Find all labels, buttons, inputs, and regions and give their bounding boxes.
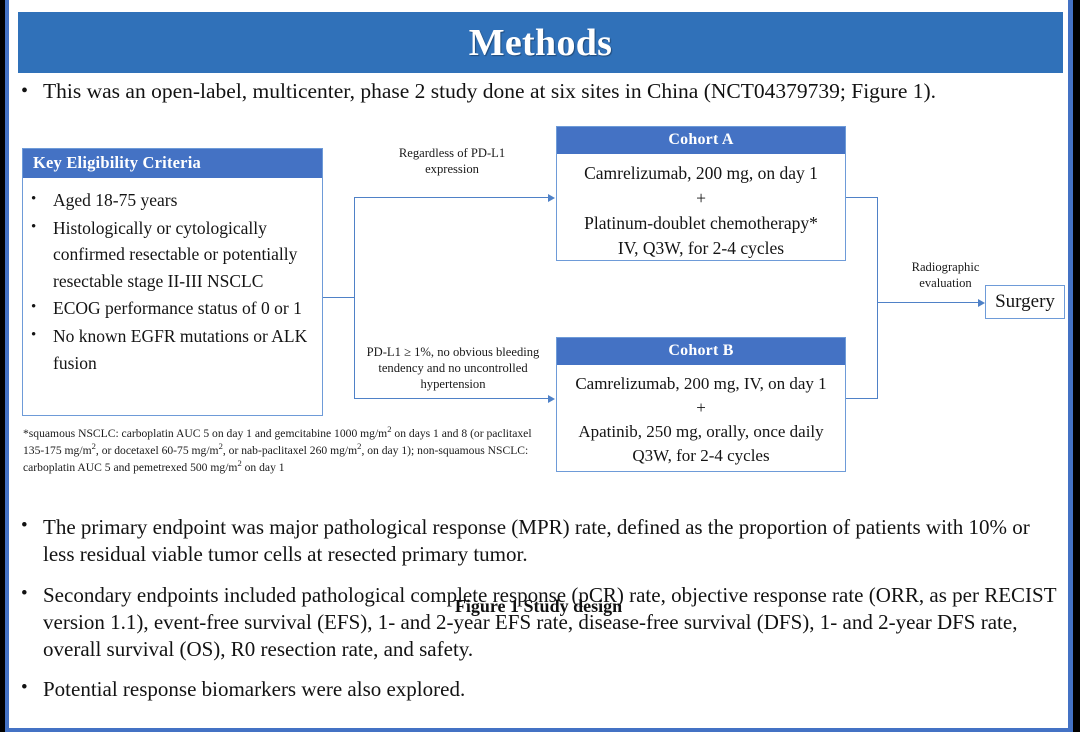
endpoints-bullet-list: • The primary endpoint was major patholo… [21,514,1063,717]
footnote-part-4: , or nab-paclitaxel 260 mg/m [222,444,358,458]
connector-to-surgery [877,302,978,304]
list-item-text: The primary endpoint was major pathologi… [43,515,1030,567]
bullet-marker-icon: • [21,582,28,604]
arrow-head-cohort-a-icon [548,193,555,202]
bullet-marker-icon: • [21,677,28,699]
intro-bullet: • This was an open-label, multicenter, p… [21,79,1061,104]
bullet-marker-icon: • [21,515,28,536]
footnote-part-3: , or docetaxel 60-75 mg/m [95,444,219,458]
bullet-marker-icon: • [31,218,37,235]
cohort-b-line-1: Camrelizumab, 200 mg, IV, on day 1 [575,374,827,393]
footnote-part-6: on day 1 [241,461,285,475]
cohort-b-line-3: Apatinib, 250 mg, orally, once daily [578,422,824,442]
bullet-marker-icon: • [31,191,37,207]
slide-frame: Methods • This was an open-label, multic… [5,0,1073,732]
connector-to-cohort-b [354,398,548,400]
cohort-a-line-1: Camrelizumab, 200 mg, on day 1 [584,163,818,183]
connector-cohort-a-out [846,197,878,199]
connector-split-vertical [354,197,356,398]
cohort-a-line-3: Platinum-doublet chemotherapy* [584,212,818,233]
footnote-part-1: *squamous NSCLC: carboplatin AUC 5 on da… [23,426,388,440]
arm-label-bottom: PD-L1 ≥ 1%, no obvious bleeding tendency… [366,345,540,392]
study-design-figure: Key Eligibility Criteria • Aged 18-75 ye… [9,112,1068,616]
surgery-label: Surgery [995,291,1055,312]
bullet-marker-icon: • [31,299,37,316]
eligibility-criteria-box: Key Eligibility Criteria • Aged 18-75 ye… [22,148,323,416]
arrow-head-cohort-b-icon [548,394,555,403]
list-item-text: Histologically or cytologically confirme… [53,217,298,291]
slide-title-band: Methods [18,12,1063,73]
cohort-b-line-4: Q3W, for 2-4 cycles [632,446,770,466]
footnote-sup-2: 2 [91,441,96,452]
bullet-marker-icon: • [31,326,37,343]
list-item: • Potential response biomarkers were als… [21,676,1063,703]
list-item: • The primary endpoint was major patholo… [21,514,1063,569]
cohort-a-box: Cohort A Camrelizumab, 200 mg, on day 1 … [556,126,846,261]
cohort-a-line-2: + [696,187,706,208]
list-item: • Secondary endpoints included pathologi… [21,582,1063,664]
cohort-a-line-4: IV, Q3W, for 2-4 cycles [617,237,785,258]
footnote-part-2: on days 1 and 8 (or paclitaxel 135-175 m… [23,426,532,458]
arrow-head-surgery-icon [978,298,985,307]
connector-merge-vertical [877,197,879,398]
connector-cohort-b-out [846,398,878,400]
list-item: • ECOG performance status of 0 or 1 [31,295,316,322]
page-title: Methods [468,21,613,64]
arm-label-top: Regardless of PD-L1 expression [398,146,506,177]
cohort-b-header: Cohort B [557,338,845,365]
eligibility-criteria-list: • Aged 18-75 years • Histologically or c… [23,178,322,376]
list-item-text: Secondary endpoints included pathologica… [43,582,1057,662]
radiographic-evaluation-label: Radiographic evaluation [911,260,980,291]
list-item-text: Aged 18-75 years [53,190,178,210]
connector-eligibility-stem [323,297,355,299]
cohort-a-header: Cohort A [557,127,845,154]
list-item: • Histologically or cytologically confir… [31,215,316,295]
cohort-a-body: Camrelizumab, 200 mg, on day 1 + Platinu… [557,154,845,269]
footnote-sup-4: 2 [357,441,362,452]
footnote-sup-1: 2 [387,424,392,434]
footnote-sup-3: 2 [218,441,223,452]
cohort-b-box: Cohort B Camrelizumab, 200 mg, IV, on da… [556,337,846,472]
eligibility-box-header: Key Eligibility Criteria [23,149,322,178]
bullet-marker-icon: • [21,80,29,102]
footnote-sup-5: 2 [237,458,242,469]
intro-bullet-text: This was an open-label, multicenter, pha… [43,79,937,103]
list-item-text: No known EGFR mutations or ALK fusion [53,325,308,373]
list-item-text: ECOG performance status of 0 or 1 [53,298,302,319]
cohort-b-body: Camrelizumab, 200 mg, IV, on day 1 + Apa… [557,365,845,478]
list-item: • No known EGFR mutations or ALK fusion [31,323,316,376]
connector-to-cohort-a [354,197,548,199]
figure-caption: Figure 1 Study design [454,596,623,616]
chemotherapy-footnote: *squamous NSCLC: carboplatin AUC 5 on da… [23,424,553,475]
surgery-box: Surgery [985,285,1065,319]
list-item-text: Potential response biomarkers were also … [43,677,466,702]
list-item: • Aged 18-75 years [31,187,316,214]
cohort-b-line-2: + [696,398,706,418]
footnote-part-5: , on day 1); non-squamous NSCLC: carbopl… [23,444,529,475]
